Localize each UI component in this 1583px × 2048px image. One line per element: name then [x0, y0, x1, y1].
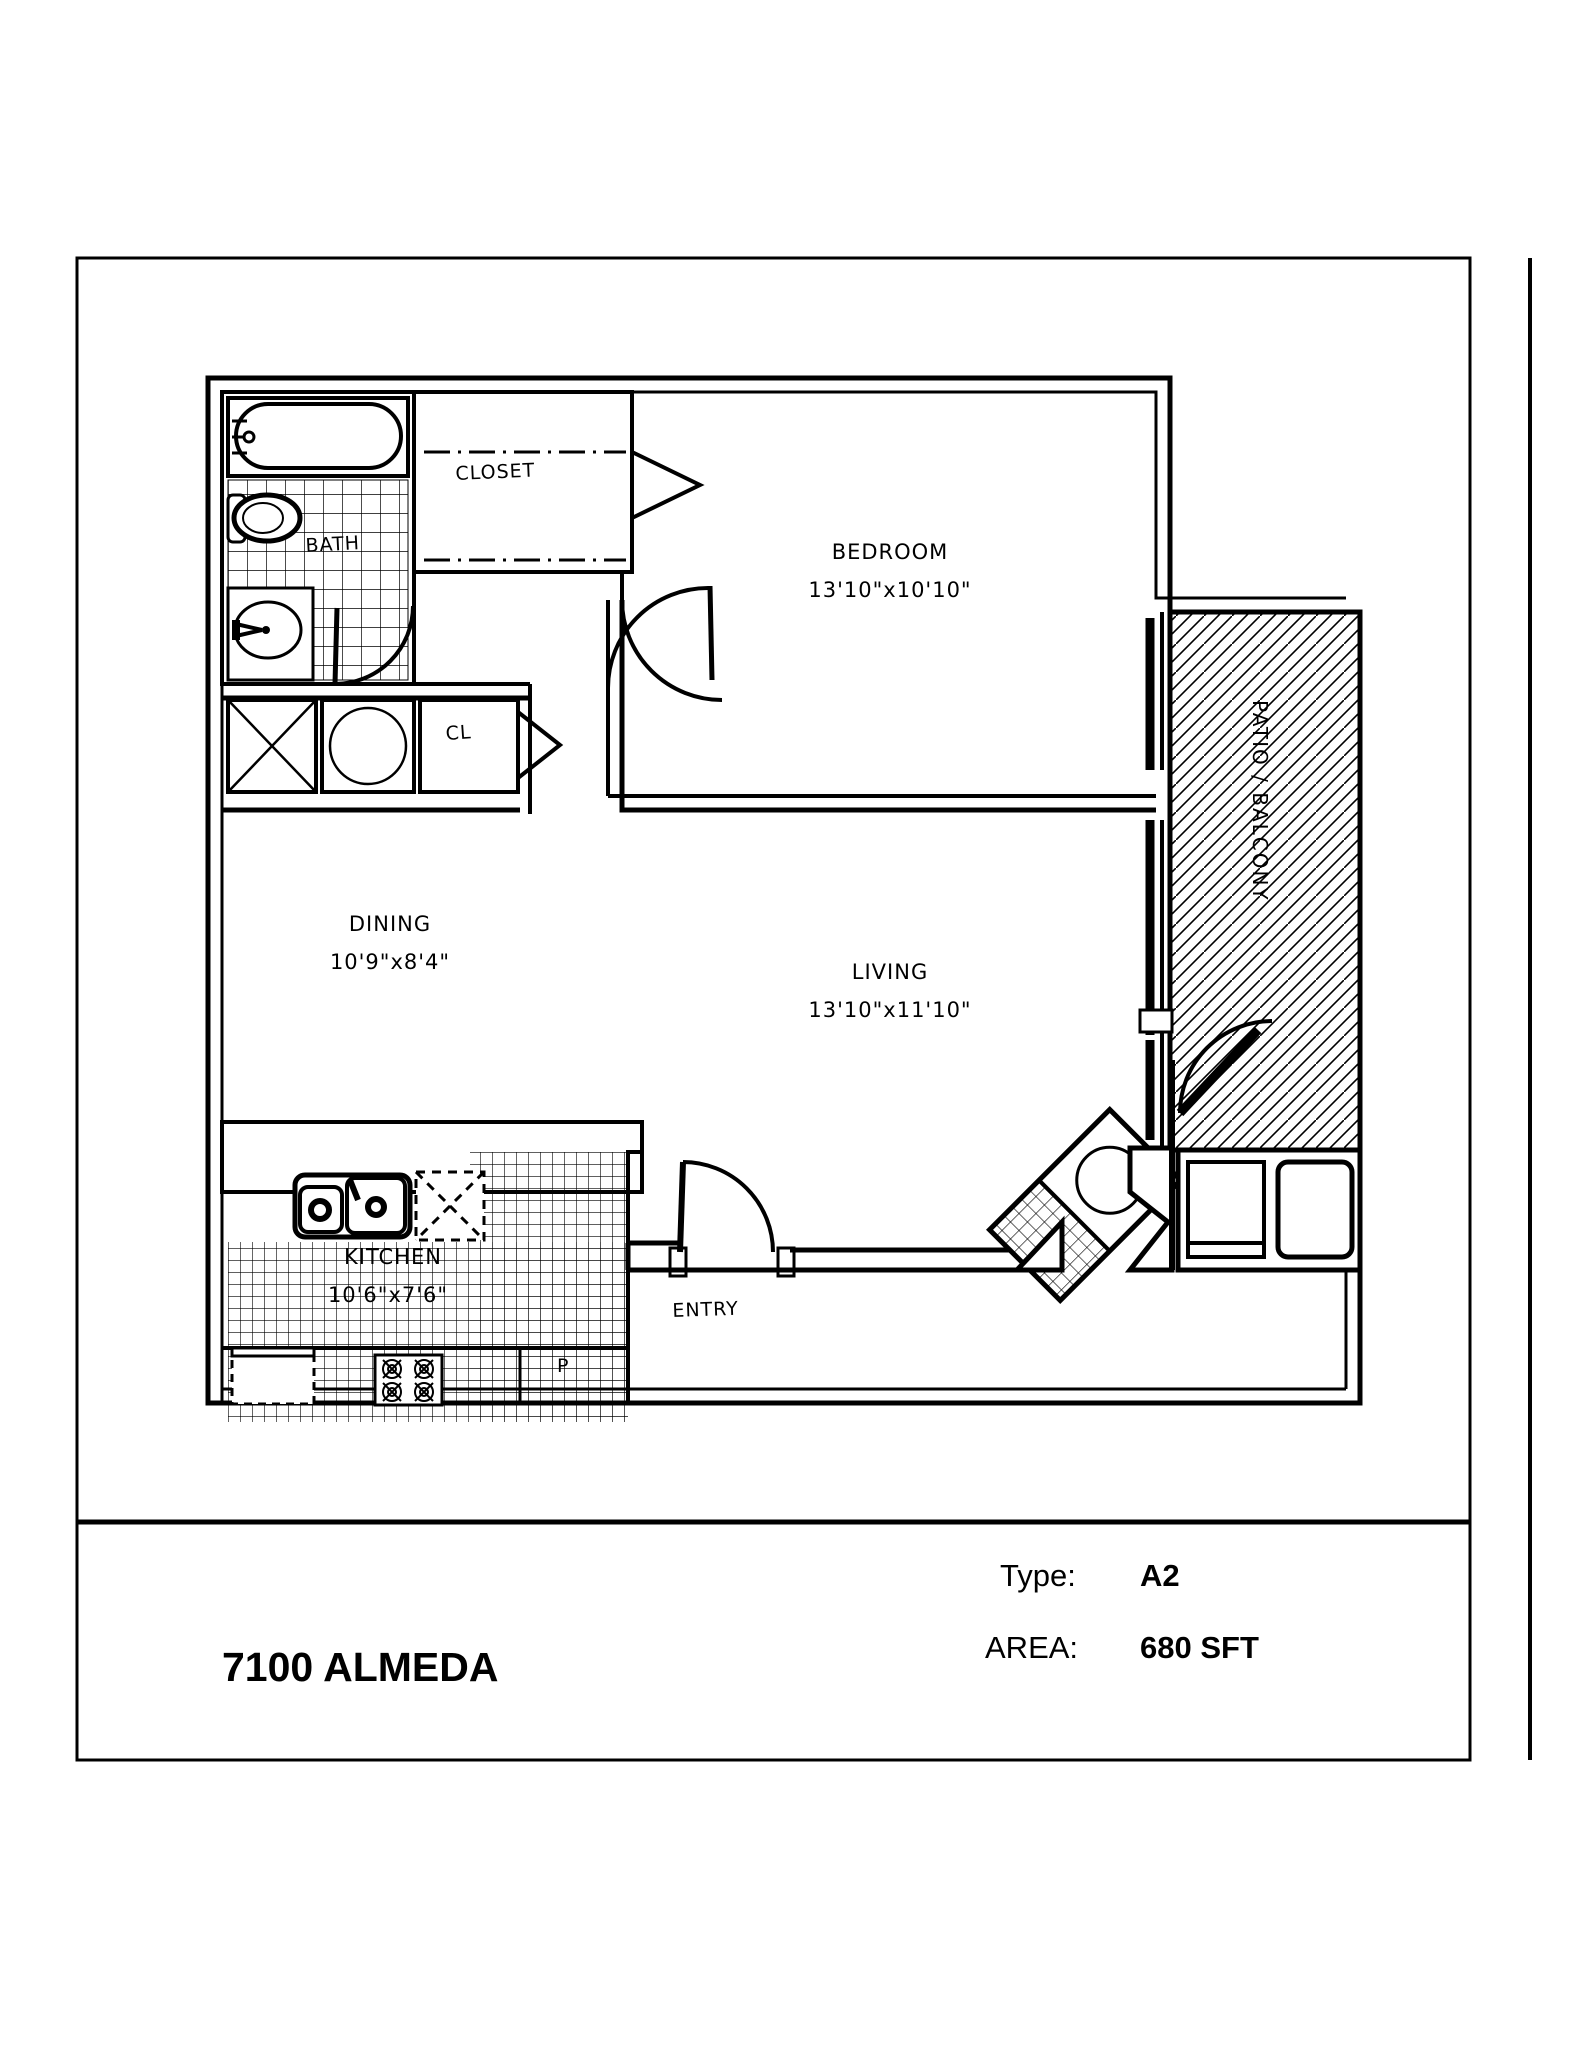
refrigerator-icon [230, 1346, 316, 1406]
bedroom-dimensions: 13'10"x10'10" [808, 578, 972, 602]
linen-closet [418, 698, 564, 794]
dryer-icon [320, 698, 416, 794]
washer-icon [226, 698, 318, 794]
patio-storage [1175, 1147, 1363, 1273]
utility-closet-angled [986, 1060, 1184, 1304]
living-name: LIVING [851, 960, 929, 984]
unit-type-label: Type: [1000, 1558, 1076, 1593]
range-icon [373, 1353, 444, 1407]
bedroom-walls [606, 392, 1164, 813]
linen-closet-label: CL [445, 721, 473, 745]
toilet-icon [226, 492, 303, 544]
bath-label: BATH [305, 532, 361, 557]
unit-type-value: A2 [1140, 1558, 1180, 1593]
unit-area-value: 680 SFT [1140, 1630, 1259, 1665]
bedroom-name: BEDROOM [831, 540, 949, 564]
closet-label: CLOSET [455, 459, 536, 485]
entry-label: ENTRY [672, 1297, 740, 1322]
lavatory-icon [226, 586, 315, 682]
living-slider [1145, 1040, 1164, 1148]
bedroom-closet [412, 390, 705, 574]
pantry-label: P [557, 1355, 570, 1377]
dining-name: DINING [348, 912, 432, 936]
patio-balcony [1167, 609, 1363, 1153]
unit-area-label: AREA: [985, 1630, 1079, 1665]
sheet-border [75, 256, 1532, 1762]
kitchen-dimensions: 10'6"x7'6" [327, 1283, 449, 1307]
living-dimensions: 13'10"x11'10" [808, 998, 972, 1022]
laundry-utility [226, 698, 564, 794]
kitchen-name: KITCHEN [344, 1245, 442, 1269]
kitchen-sink-icon [292, 1172, 413, 1240]
bathtub-icon [226, 396, 410, 478]
patio-balcony-label: PATIO / BALCONY [1248, 700, 1272, 902]
page-title: 7100 ALMEDA [222, 1644, 499, 1690]
kitchen-area [220, 1120, 644, 1422]
entry-area [625, 1160, 1060, 1278]
dishwasher-icon [414, 1170, 486, 1242]
dining-dimensions: 10'9"x8'4" [329, 950, 451, 974]
